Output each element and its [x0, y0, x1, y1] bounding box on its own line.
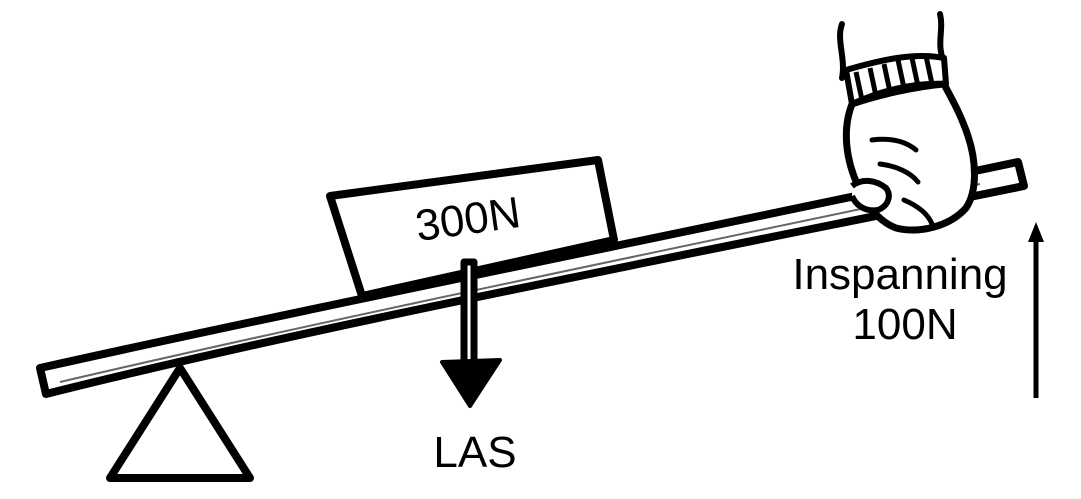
load-box	[326, 156, 618, 300]
up-arrow-icon	[1028, 222, 1044, 398]
effort-label-line2: 100N	[852, 300, 957, 349]
down-arrow-icon	[440, 258, 502, 408]
load-arrow-label: LAS	[433, 428, 516, 477]
hand-icon	[837, 11, 978, 234]
fulcrum-triangle-icon	[106, 364, 254, 482]
effort-label-line1: Inspanning	[792, 250, 1007, 299]
lever-bar	[36, 158, 1028, 398]
